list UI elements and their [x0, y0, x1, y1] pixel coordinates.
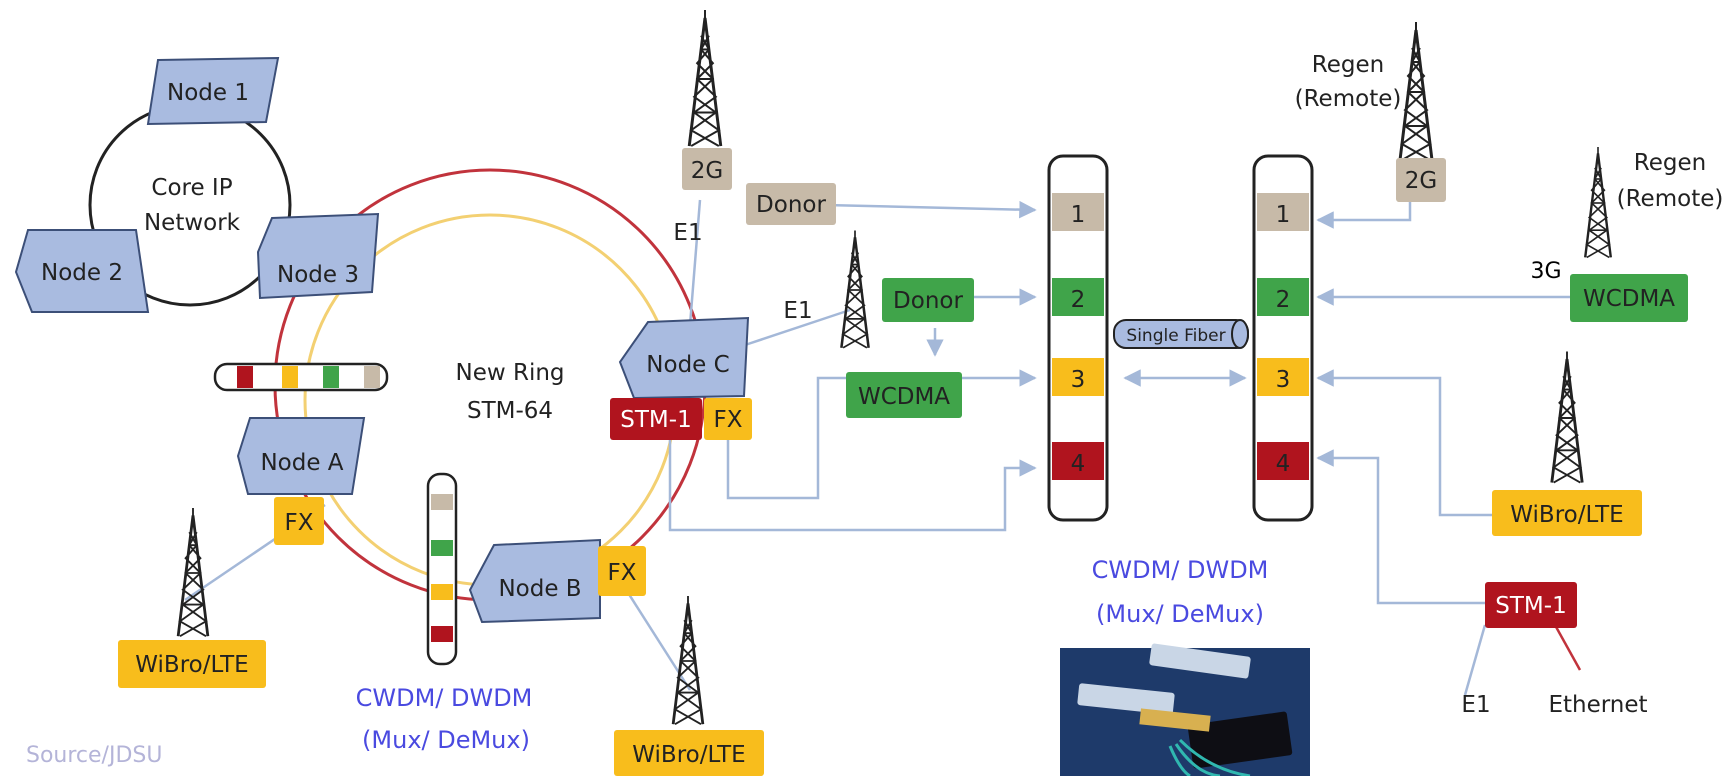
node-1[interactable]: Node 1: [146, 56, 280, 126]
mux-left-ch1: 1: [1071, 202, 1086, 228]
fx-a: FX: [274, 497, 324, 545]
wibro-b: WiBro/LTE: [614, 730, 764, 776]
wcdma-right: WCDMA: [1570, 274, 1688, 322]
e1-label-mid: E1: [783, 298, 812, 324]
regen-2-line2: (Remote): [1617, 186, 1724, 212]
site-2g-right: 2G: [1396, 158, 1446, 202]
node-c-label: Node C: [646, 352, 729, 378]
site-2g-right-label: 2G: [1405, 168, 1437, 194]
tower-3g-icon: [1583, 145, 1613, 259]
tower-wibro-b-icon: [671, 596, 705, 726]
stm1-c-label: STM-1: [620, 407, 691, 433]
fx-a-label: FX: [285, 510, 314, 536]
site-2g-left: 2G: [682, 148, 732, 190]
e1-label-right: E1: [1461, 692, 1490, 718]
stm1-c: STM-1: [610, 398, 702, 440]
ethernet-label: Ethernet: [1548, 692, 1647, 718]
mux-left-ch3: 3: [1071, 367, 1086, 393]
small-mux-vertical: [426, 472, 458, 666]
regen-2-line1: Regen: [1634, 150, 1706, 176]
mux-right-ch1: 1: [1276, 202, 1291, 228]
node-3-label: Node 3: [277, 262, 359, 288]
caption-cwdm-left: CWDM/ DWDM: [356, 684, 533, 712]
wcdma-left-label: WCDMA: [858, 384, 950, 410]
stm1-right: STM-1: [1485, 582, 1577, 628]
wcdma-left: WCDMA: [846, 372, 962, 418]
node-1-label: Node 1: [167, 80, 249, 106]
regen-1-line1: Regen: [1312, 52, 1384, 78]
fx-b-label: FX: [608, 560, 637, 586]
single-fiber-label: Single Fiber: [1126, 326, 1225, 346]
core-label-1: Core IP: [151, 175, 232, 201]
tower-regen-2g-icon: [1398, 22, 1434, 162]
single-fiber: Single Fiber: [1113, 319, 1249, 349]
mux-right-ch2: 2: [1276, 287, 1291, 313]
site-2g-left-label: 2G: [691, 158, 723, 184]
stm1-right-label: STM-1: [1495, 593, 1566, 619]
caption-cwdm-right: CWDM/ DWDM: [1092, 556, 1269, 584]
tower-donor-icon: [840, 229, 870, 350]
mux-left: 1 2 3 4: [1047, 154, 1109, 522]
wibro-right-label: WiBro/LTE: [1510, 502, 1623, 528]
regen-1-line2: (Remote): [1295, 86, 1402, 112]
source-caption: Source/JDSU: [26, 743, 162, 768]
node-b-label: Node B: [498, 576, 581, 602]
ethernet-line: [1553, 624, 1582, 671]
caption-mux-left: (Mux/ DeMux): [362, 726, 530, 754]
mux-product-photo: [1060, 643, 1310, 776]
label-3g: 3G: [1530, 259, 1561, 284]
node-a[interactable]: Node A: [236, 417, 366, 495]
wibro-a: WiBro/LTE: [118, 640, 266, 688]
fx-c: FX: [704, 398, 752, 440]
mux-right: 1 2 3 4: [1252, 154, 1314, 522]
core-label-2: Network: [144, 210, 241, 236]
tower-2g-icon: [687, 10, 723, 148]
wcdma-right-label: WCDMA: [1583, 286, 1675, 312]
donor-beige: Donor: [746, 183, 836, 225]
wibro-a-label: WiBro/LTE: [135, 652, 248, 678]
wibro-b-label: WiBro/LTE: [632, 742, 745, 768]
fx-c-label: FX: [714, 407, 743, 433]
mux-left-ch4: 4: [1071, 451, 1086, 477]
tower-wibro-right-icon: [1550, 350, 1584, 485]
node-b[interactable]: Node B: [468, 538, 601, 624]
caption-mux-right: (Mux/ DeMux): [1096, 600, 1264, 628]
mux-right-ch4: 4: [1276, 451, 1291, 477]
node-2-label: Node 2: [41, 260, 123, 286]
donor-beige-label: Donor: [756, 192, 826, 218]
node-a-label: Node A: [260, 450, 343, 476]
donor-green: Donor: [882, 278, 974, 322]
ring-label-2: STM-64: [467, 398, 553, 424]
small-mux-horizontal: [213, 362, 389, 392]
node-2[interactable]: Node 2: [14, 229, 150, 313]
tower-wibro-a-icon: [176, 508, 210, 638]
donor-green-label: Donor: [893, 288, 963, 314]
wibro-right: WiBro/LTE: [1492, 490, 1642, 536]
node-3[interactable]: Node 3: [256, 212, 380, 300]
node-c[interactable]: Node C: [618, 316, 750, 400]
fx-b: FX: [598, 546, 646, 596]
mux-left-ch2: 2: [1071, 287, 1086, 313]
e1-label-top: E1: [673, 220, 702, 246]
mux-arrows: [668, 180, 1570, 605]
mux-right-ch3: 3: [1276, 367, 1291, 393]
ring-label-1: New Ring: [455, 360, 564, 386]
